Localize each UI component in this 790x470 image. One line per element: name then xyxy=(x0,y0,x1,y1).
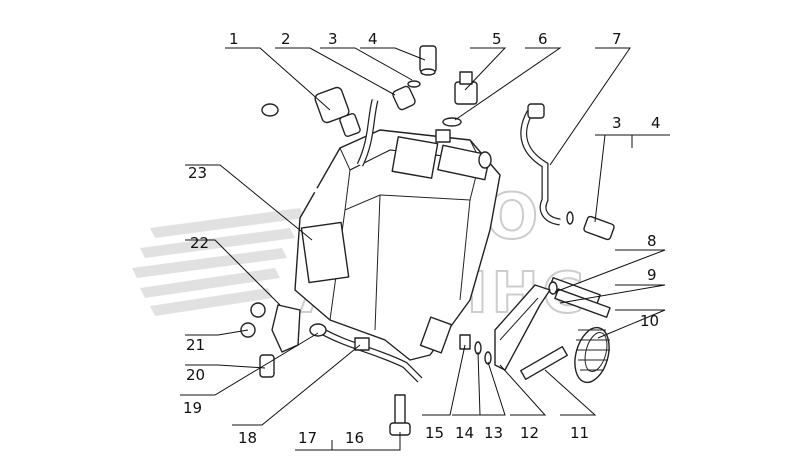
callout-8: 8 xyxy=(647,232,657,250)
elbow-fitting-1 xyxy=(314,86,361,137)
callout-3-right: 3 xyxy=(612,114,622,132)
callout-3-top: 3 xyxy=(328,30,338,48)
callout-14: 14 xyxy=(455,424,474,442)
bolt-hose-16-19 xyxy=(309,323,423,436)
pipe-2 xyxy=(356,85,416,167)
bolts-8-9 xyxy=(548,277,611,318)
callout-15: 15 xyxy=(425,424,444,442)
callout-labels: 1 2 3 4 5 6 7 3 4 8 9 10 11 12 13 14 15 … xyxy=(183,30,661,447)
callout-22: 22 xyxy=(190,234,209,252)
callout-12: 12 xyxy=(520,424,539,442)
callout-10: 10 xyxy=(640,312,659,330)
fittings-3-4-top xyxy=(407,45,437,88)
fittings-3-4-right xyxy=(566,211,615,241)
shaft-11 xyxy=(520,345,568,381)
pipe-7 xyxy=(520,103,561,226)
watermark-stripes xyxy=(132,208,305,316)
washers-13-15 xyxy=(459,334,492,365)
bracket-20-22 xyxy=(240,302,301,378)
callout-5: 5 xyxy=(492,30,502,48)
callout-4-right: 4 xyxy=(651,114,661,132)
left-pipe xyxy=(261,103,346,203)
valve-5-6 xyxy=(435,71,478,143)
callout-18: 18 xyxy=(238,429,257,447)
callout-20: 20 xyxy=(186,366,205,384)
callout-4-top: 4 xyxy=(368,30,378,48)
callout-13: 13 xyxy=(484,424,503,442)
callout-23: 23 xyxy=(188,164,207,182)
callout-19: 19 xyxy=(183,399,202,417)
callout-16: 16 xyxy=(345,429,364,447)
callout-9: 9 xyxy=(647,266,657,284)
callout-2: 2 xyxy=(281,30,291,48)
callout-6: 6 xyxy=(538,30,548,48)
callout-21: 21 xyxy=(186,336,205,354)
leader-lines xyxy=(180,47,670,451)
callout-11: 11 xyxy=(570,424,589,442)
callout-7: 7 xyxy=(612,30,622,48)
callout-1: 1 xyxy=(229,30,239,48)
callout-17: 17 xyxy=(298,429,317,447)
gasket-12 xyxy=(494,284,551,371)
compressor-housing xyxy=(294,129,501,361)
gear-10 xyxy=(574,326,610,384)
